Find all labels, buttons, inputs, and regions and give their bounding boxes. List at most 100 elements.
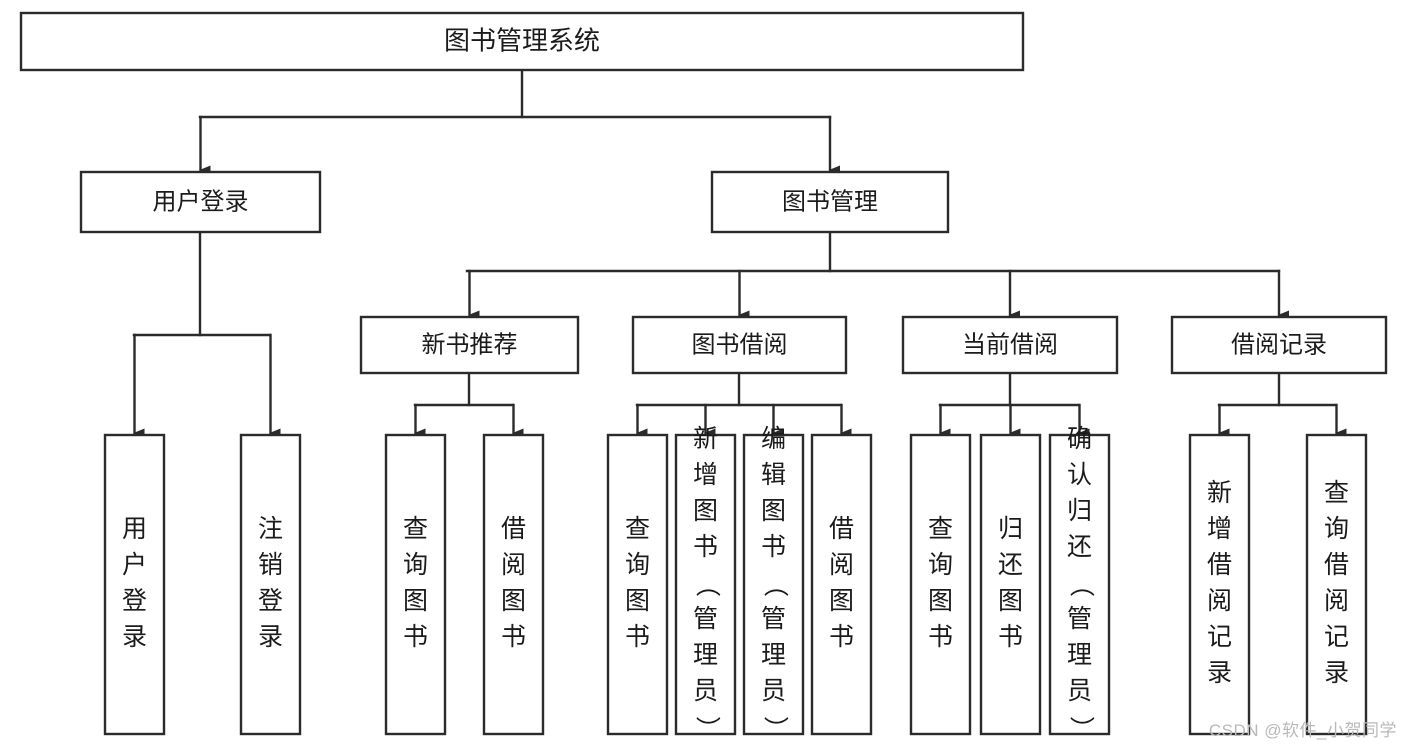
leaf-node-label-char: 图 <box>625 587 650 615</box>
leaf-node-label-char: 书 <box>625 623 650 651</box>
leaf-node-label-char: 查 <box>1324 479 1349 507</box>
leaf-node-label-char: 管 <box>1067 605 1092 633</box>
leaf-node-label-char: 借 <box>1207 551 1232 579</box>
leaf-node-label-char: 录 <box>122 623 147 651</box>
level2-node-label: 借阅记录 <box>1231 331 1327 358</box>
root-node-rect[interactable] <box>19 11 1025 72</box>
leaf-node-label-char: 员 <box>761 677 786 705</box>
level2-node-1[interactable]: 图书借阅 <box>631 315 848 375</box>
leaf-node-label-char: 理 <box>1067 641 1092 669</box>
leaf-node-label-char: 归 <box>1067 497 1092 525</box>
leaf-node-label-char: 记 <box>1324 623 1349 651</box>
leaf-node-label-char: ） <box>1067 716 1095 741</box>
leaf-node-label-char: 增 <box>693 461 718 489</box>
level1-node-1[interactable]: 图书管理 <box>710 170 950 234</box>
level2-node-rect[interactable] <box>631 315 848 375</box>
leaf-node-label-char: 书 <box>403 623 428 651</box>
leaf-node-rect[interactable] <box>239 433 302 736</box>
leaf-node-label-char: （ <box>761 572 789 597</box>
leaf-node-label-char: 理 <box>761 641 786 669</box>
leaf-node-label-char: 归 <box>998 515 1023 543</box>
root-node[interactable]: 图书管理系统 <box>19 11 1025 72</box>
level1-node-0[interactable]: 用户登录 <box>79 170 322 234</box>
level2-node-rect[interactable] <box>1170 315 1388 375</box>
leaf-node-label-char: 图 <box>998 587 1023 615</box>
leaf-node-label-char: 注 <box>258 515 283 543</box>
leaf-node-0[interactable]: 用户登录 <box>103 433 166 736</box>
leaf-node-label-char: 图 <box>829 587 854 615</box>
leaf-node-label-char: ） <box>693 716 721 741</box>
connector-layer <box>132 68 1347 438</box>
leaf-node-label-char: 录 <box>1324 659 1349 687</box>
leaf-node-label-char: 编 <box>761 425 786 453</box>
leaf-node-rect[interactable] <box>742 433 805 736</box>
leaf-node-rect[interactable] <box>810 433 873 736</box>
level2-node-0[interactable]: 新书推荐 <box>359 315 580 375</box>
leaf-node-label-char: 确 <box>1067 425 1092 453</box>
leaf-node-rect[interactable] <box>482 433 545 736</box>
leaf-node-label-char: 辑 <box>761 461 786 489</box>
leaf-node-rect[interactable] <box>1188 433 1251 736</box>
leaf-node-label-char: 户 <box>122 551 147 579</box>
leaf-node-rect[interactable] <box>384 433 447 736</box>
leaf-node-label-char: 管 <box>693 605 718 633</box>
leaf-node-label-char: 书 <box>998 623 1023 651</box>
leaf-node-label-char: 书 <box>761 533 786 561</box>
leaf-node-label-char: 借 <box>829 515 854 543</box>
leaf-node-label-char: 阅 <box>501 551 526 579</box>
leaf-node-label-char: 书 <box>928 623 953 651</box>
leaf-node-label-char: 图 <box>928 587 953 615</box>
leaf-node-rect[interactable] <box>606 433 669 736</box>
leaf-node-label-char: 理 <box>693 641 718 669</box>
leaf-node-label-char: （ <box>693 572 721 597</box>
leaf-node-label-char: 图 <box>403 587 428 615</box>
leaf-node-label-char: 书 <box>501 623 526 651</box>
leaf-node-label-char: 还 <box>1067 533 1092 561</box>
leaf-node-label-char: 借 <box>501 515 526 543</box>
level2-node-3[interactable]: 借阅记录 <box>1170 315 1388 375</box>
leaf-node-rect[interactable] <box>909 433 972 736</box>
leaf-node-label-char: 询 <box>1324 515 1349 543</box>
leaf-node-label-char: 书 <box>693 533 718 561</box>
leaf-node-rect[interactable] <box>1305 433 1368 736</box>
level1-node-rect[interactable] <box>710 170 950 234</box>
leaf-node-label-char: 查 <box>928 515 953 543</box>
leaf-node-label-char: 管 <box>761 605 786 633</box>
leaf-node-rect[interactable] <box>979 433 1042 736</box>
leaf-node-label-char: 登 <box>122 587 147 615</box>
root-node-label: 图书管理系统 <box>444 25 600 55</box>
leaf-node-label-char: ） <box>761 716 789 741</box>
leaf-node-label-char: 查 <box>625 515 650 543</box>
leaf-node-label-char: 记 <box>1207 623 1232 651</box>
leaf-node-label-char: 阅 <box>1207 587 1232 615</box>
leaf-node-rect[interactable] <box>674 433 737 736</box>
level2-node-label: 新书推荐 <box>422 331 518 358</box>
leaf-node-label-char: 图 <box>693 497 718 525</box>
leaf-node-label-char: 认 <box>1067 461 1092 489</box>
level2-node-rect[interactable] <box>901 315 1119 375</box>
level2-node-2[interactable]: 当前借阅 <box>901 315 1119 375</box>
level2-node-label: 图书借阅 <box>692 331 788 358</box>
leaf-node-rect[interactable] <box>103 433 166 736</box>
leaf-node-label-char: 员 <box>693 677 718 705</box>
leaf-node-label-char: 借 <box>1324 551 1349 579</box>
level2-node-rect[interactable] <box>359 315 580 375</box>
leaf-node-rect[interactable] <box>1048 433 1111 736</box>
leaf-node-label-char: 询 <box>625 551 650 579</box>
leaf-node-label-char: 新 <box>693 425 718 453</box>
leaf-node-label-char: 录 <box>1207 659 1232 687</box>
level1-node-rect[interactable] <box>79 170 322 234</box>
